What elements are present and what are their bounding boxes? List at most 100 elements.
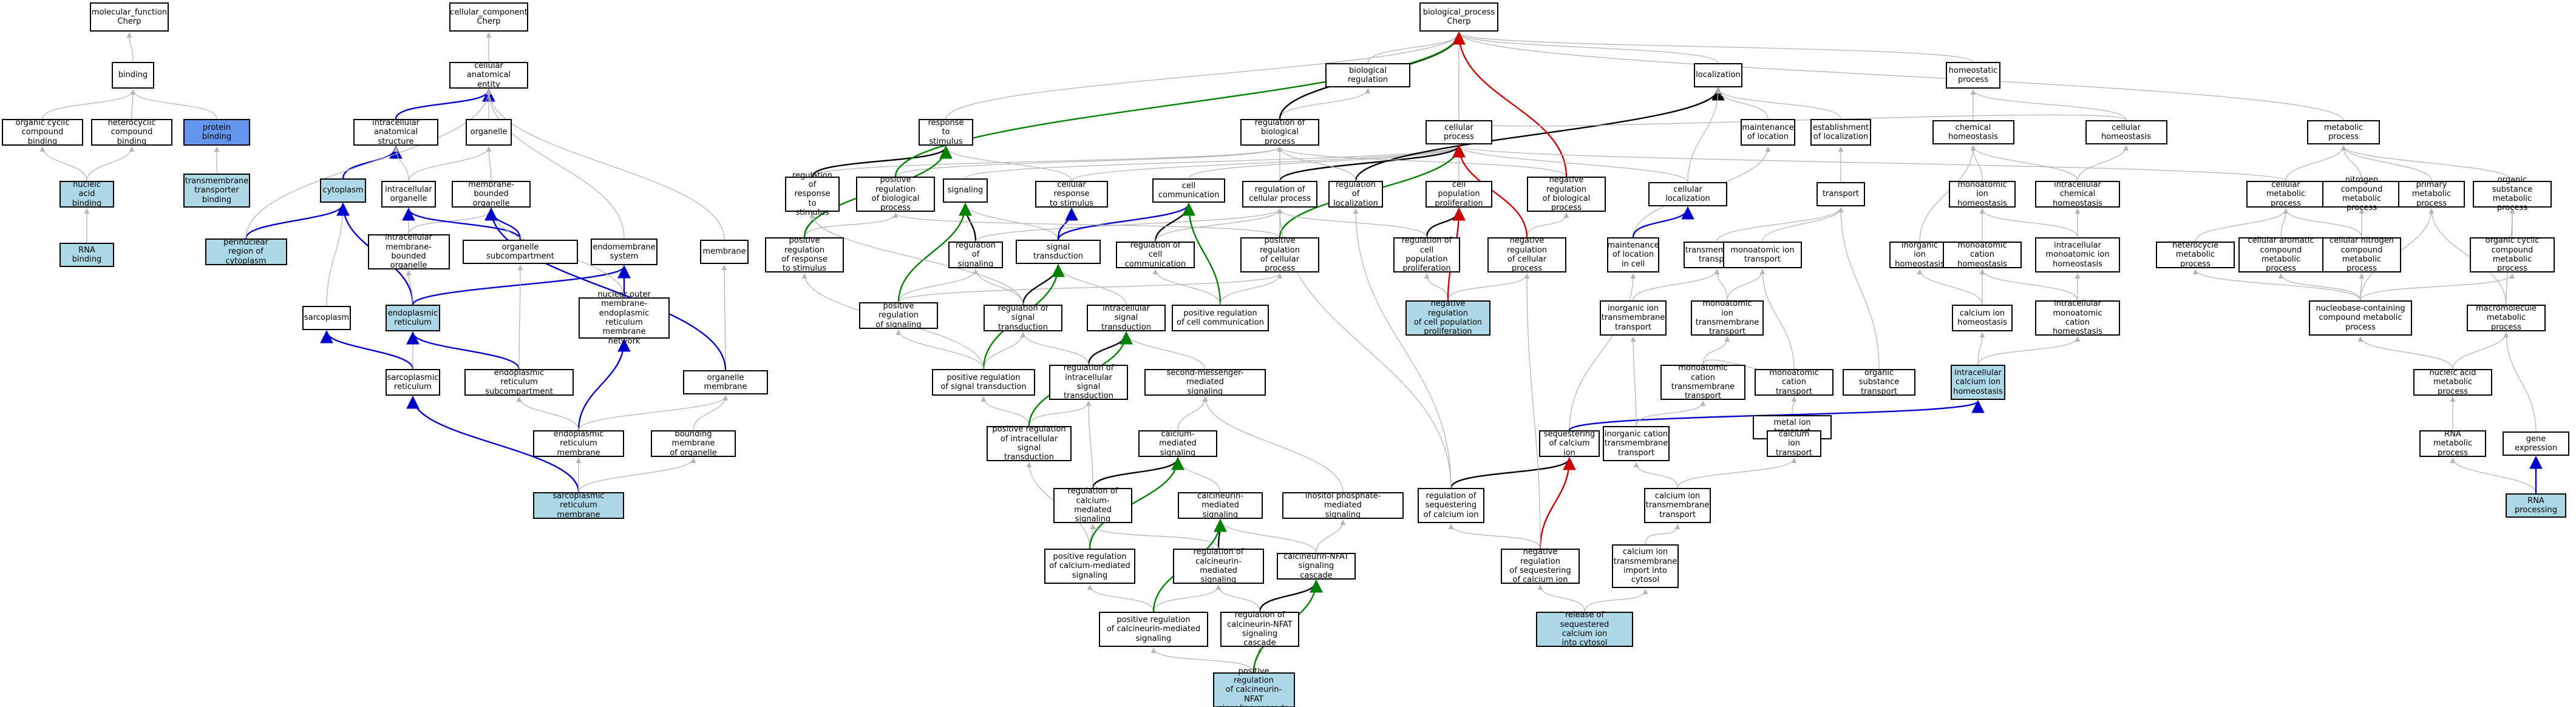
term-node-ic-chem-homeostasis[interactable]: intracellular chemical homeostasis — [2035, 180, 2120, 208]
term-node-pos-reg-cell-proc[interactable]: positive regulation of cellular process — [1240, 236, 1319, 273]
term-node-calcium-ion-import-cytosol[interactable]: calcium ion transmembrane import into cy… — [1612, 544, 1679, 588]
term-node-ic-signal-transduction[interactable]: intracellular signal transduction — [1087, 304, 1166, 332]
term-node-localization[interactable]: localization — [1694, 63, 1742, 87]
term-node-organic-substance-metabolic[interactable]: organic substance metabolic process — [2473, 175, 2552, 212]
term-node-cell-aromatic[interactable]: cellular aromatic compound metabolic pro… — [2238, 236, 2323, 273]
term-node-response-stimulus[interactable]: response to stimulus — [919, 118, 973, 146]
term-node-pos-reg-ic-signal-transduction[interactable]: positive regulation of intracellular sig… — [987, 425, 1072, 462]
term-node-er-subcompartment[interactable]: endoplasmic reticulum subcompartment — [464, 368, 574, 396]
term-node-cell-comm[interactable]: cell communication — [1152, 178, 1225, 203]
term-node-maintenance-loc[interactable]: maintenance of location — [1741, 119, 1795, 146]
term-node-calcineurin-nfat[interactable]: calcineurin-NFAT signaling cascade — [1277, 552, 1356, 580]
term-node-heterocycle-metabolic[interactable]: heterocycle metabolic process — [2156, 241, 2235, 269]
term-node-reg-bio-proc[interactable]: regulation of biological process — [1240, 118, 1319, 146]
term-node-organic-substance-transport[interactable]: organic substance transport — [1843, 368, 1915, 396]
term-node-reg-cell-pop-prolif[interactable]: regulation of cell population proliferat… — [1393, 236, 1460, 273]
term-node-calcium-mediated[interactable]: calcium-mediated signaling — [1138, 430, 1217, 458]
term-node-reg-signal-transduction[interactable]: regulation of signal transduction — [984, 304, 1062, 332]
term-node-pos-reg-calcium-mediated[interactable]: positive regulation of calcium-mediated … — [1044, 549, 1135, 584]
term-node-nucleobase-metabolic[interactable]: nucleobase-containing compound metabolic… — [2309, 300, 2412, 336]
term-node-nucleic-acid-metabolic[interactable]: nucleic acid metabolic process — [2413, 368, 2492, 396]
term-node-sarcoplasm[interactable]: sarcoplasm — [302, 306, 351, 330]
term-node-cell-pop-prolif[interactable]: cell population proliferation — [1426, 180, 1492, 208]
term-node-calcineurin-mediated[interactable]: calcineurin-mediated signaling — [1178, 492, 1263, 519]
term-node-er[interactable]: endoplasmic reticulum — [386, 305, 440, 331]
term-node-cae[interactable]: cellular anatomical entity — [449, 61, 528, 89]
term-node-pos-reg-cell-comm[interactable]: positive regulation of cell communicatio… — [1172, 305, 1269, 331]
term-node-er-membrane[interactable]: endoplasmic reticulum membrane — [533, 430, 624, 458]
term-node-establishment-loc[interactable]: establishment of localization — [1810, 119, 1871, 146]
term-node-release-sequestered-calcium[interactable]: release of sequestered calcium ion into … — [1536, 611, 1633, 648]
term-node-inositol-phosphate[interactable]: inositol phosphate-mediated signaling — [1282, 492, 1404, 519]
term-node-rna-processing[interactable]: RNA processing — [2506, 493, 2566, 518]
term-node-cell-metabolic[interactable]: cellular metabolic process — [2246, 180, 2325, 208]
term-node-nucleic-acid-binding[interactable]: nucleic acid binding — [59, 180, 114, 208]
term-node-cell-nitrogen[interactable]: cellular nitrogen compound metabolic pro… — [2322, 236, 2401, 273]
term-node-organelle-subcompartment[interactable]: organelle subcompartment — [463, 240, 578, 264]
term-node-reg-ic-signal-transduction[interactable]: regulation of intracellular signal trans… — [1049, 364, 1128, 401]
term-node-nuclear-outer-er[interactable]: nuclear outer membrane-endoplasmic retic… — [579, 290, 670, 346]
term-node-inorganic-ion-tm-transport[interactable]: inorganic ion transmembrane transport — [1600, 300, 1667, 336]
term-node-cytoplasm[interactable]: cytoplasm — [320, 178, 366, 203]
term-node-inorganic-ion-homeostasis[interactable]: inorganic ion homeostasis — [1889, 241, 1950, 269]
term-node-maint-loc-cell[interactable]: maintenance of location in cell — [1607, 237, 1659, 272]
term-node-monoatomic-cation-homeostasis[interactable]: monoatomic cation homeostasis — [1943, 241, 2022, 269]
term-node-rna-metabolic[interactable]: RNA metabolic process — [2419, 430, 2486, 458]
term-node-ias[interactable]: intracellular anatomical structure — [353, 118, 438, 146]
term-node-bio-reg[interactable]: biological regulation — [1325, 63, 1410, 87]
term-node-reg-cell-comm[interactable]: regulation of cell communication — [1116, 241, 1195, 269]
term-node-organelle[interactable]: organelle — [466, 119, 512, 146]
term-node-pos-reg-calcineurin-mediated[interactable]: positive regulation of calcineurin-media… — [1099, 612, 1208, 647]
term-node-tm-transporter-binding[interactable]: transmembrane transporter binding — [183, 174, 250, 208]
term-node-pos-reg-resp-stim[interactable]: positive regulation of response to stimu… — [765, 236, 844, 273]
term-node-rna-binding[interactable]: RNA binding — [59, 243, 114, 267]
term-node-calcium-ion-transport[interactable]: calcium ion transport — [1767, 430, 1821, 458]
term-node-neg-reg-bio[interactable]: negative regulation of biological proces… — [1527, 175, 1606, 212]
term-node-imbo[interactable]: intracellular membrane-bounded organelle — [367, 233, 450, 270]
term-node-macromolecule-metabolic[interactable]: macromolecule metabolic process — [2467, 304, 2546, 332]
term-node-membrane[interactable]: membrane — [700, 240, 749, 264]
term-node-second-messenger[interactable]: second-messenger-mediated signaling — [1144, 368, 1266, 396]
term-node-sr-membrane[interactable]: sarcoplasmic reticulum membrane — [533, 492, 624, 519]
term-node-transport[interactable]: transport — [1816, 182, 1865, 206]
term-node-bounding-membrane[interactable]: bounding membrane of organelle — [651, 430, 736, 458]
term-node-inorganic-cation-tm-transport[interactable]: inorganic cation transmembrane transport — [1603, 426, 1670, 461]
term-node-intracellular-organelle[interactable]: intracellular organelle — [381, 181, 436, 208]
term-node-reg-resp-stim[interactable]: regulation of response to stimulus — [785, 171, 840, 217]
term-node-cellular-localization[interactable]: cellular localization — [1648, 182, 1727, 206]
term-node-chem-homeostasis[interactable]: chemical homeostasis — [1932, 120, 2014, 144]
term-node-signal-transduction[interactable]: signal transduction — [1016, 240, 1101, 264]
term-node-monoatomic-ion-transport[interactable]: monoatomic ion transport — [1723, 242, 1802, 268]
term-node-monoatomic-cation-tm-transport[interactable]: monoatomic cation transmembrane transpor… — [1660, 364, 1745, 401]
term-node-primary-metabolic[interactable]: primary metabolic process — [2398, 180, 2465, 208]
term-node-binding[interactable]: binding — [112, 62, 154, 89]
term-node-monoatomic-ion-tm-transport[interactable]: monoatomic ion transmembrane transport — [1691, 299, 1764, 336]
term-node-reg-calcineurin-mediated[interactable]: regulation of calcineurin-mediated signa… — [1173, 547, 1264, 584]
term-node-neg-reg-sequestering-calcium[interactable]: negative regulation of sequestering of c… — [1501, 547, 1580, 584]
term-node-cell-resp-stim[interactable]: cellular response to stimulus — [1035, 180, 1108, 208]
term-node-reg-calcineurin-nfat[interactable]: regulation of calcineurin-NFAT signaling… — [1220, 611, 1299, 648]
term-node-cellular-process[interactable]: cellular process — [1426, 120, 1492, 144]
term-node-protein-binding[interactable]: protein binding — [183, 119, 250, 146]
term-node-monoatomic-ion-homeostasis[interactable]: monoatomic ion homeostasis — [1949, 180, 2016, 208]
term-node-neg-reg-cell-pop-prolif[interactable]: negative regulation of cell population p… — [1405, 299, 1490, 336]
term-node-neg-reg-cell-proc[interactable]: negative regulation of cellular process — [1487, 236, 1566, 273]
term-node-reg-cell-proc[interactable]: regulation of cellular process — [1242, 181, 1317, 208]
term-node-bp[interactable]: biological_process Cherp — [1419, 2, 1498, 32]
term-node-gene-expression[interactable]: gene expression — [2503, 431, 2569, 456]
term-node-sr[interactable]: sarcoplasmic reticulum — [386, 369, 440, 396]
term-node-mf[interactable]: molecular_function Cherp — [90, 2, 169, 32]
term-node-ic-monoatomic-ion-homeostasis[interactable]: intracellular monoatomic ion homeostasis — [2035, 237, 2120, 272]
term-node-signaling[interactable]: signaling — [943, 178, 988, 203]
term-node-reg-localization[interactable]: regulation of localization — [1328, 180, 1383, 208]
term-node-reg-calcium-mediated[interactable]: regulation of calcium-mediated signaling — [1053, 487, 1132, 524]
term-node-monoatomic-cation-transport[interactable]: monoatomic cation transport — [1755, 368, 1833, 396]
term-node-organic-cyclic-binding[interactable]: organic cyclic compound binding — [2, 118, 83, 146]
term-node-sequestering-calcium[interactable]: sequestering of calcium ion — [1539, 430, 1600, 458]
term-node-heterocyclic-binding[interactable]: heterocyclic compound binding — [91, 118, 172, 146]
term-node-ic-monoatomic-cation-homeostasis[interactable]: intracellular monoatomic cation homeosta… — [2035, 299, 2120, 336]
term-node-metabolic[interactable]: metabolic process — [2307, 120, 2380, 144]
term-node-perinuclear[interactable]: perinuclear region of cytoplasm — [205, 238, 287, 266]
term-node-homeostatic[interactable]: homeostatic process — [1946, 62, 2000, 89]
term-node-calcium-ion-homeostasis[interactable]: calcium ion homeostasis — [1952, 305, 2013, 331]
